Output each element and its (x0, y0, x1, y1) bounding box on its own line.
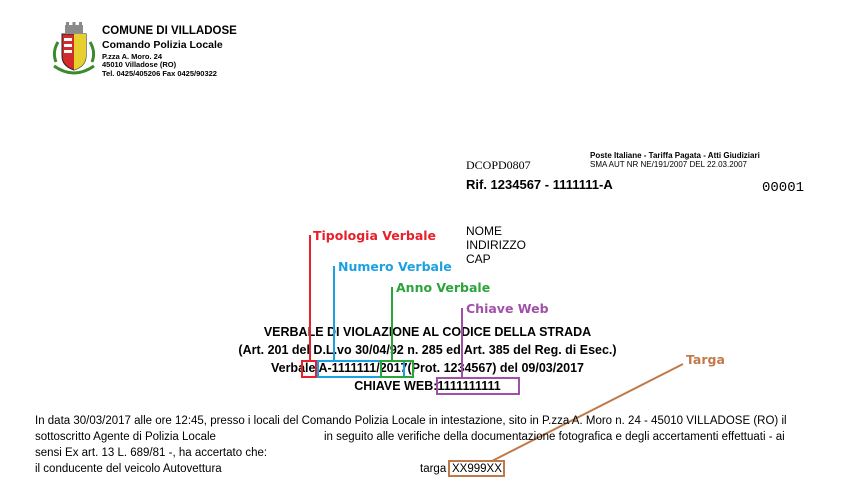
postage-line-1: Poste Italiane - Tariffa Pagata - Atti G… (590, 151, 760, 160)
recipient-address: INDIRIZZO (466, 238, 526, 252)
chiave-web-value: 1111111111 (437, 379, 501, 393)
chiave-web-label: CHIAVE WEB: (354, 379, 438, 393)
body-line-4: il conducente del veicolo Autovettura (35, 463, 222, 475)
header-address-1: P.zza A. Moro. 24 (102, 52, 163, 61)
annotation-tipologia: Tipologia Verbale (313, 228, 437, 243)
document-code: DCOPD0807 (466, 158, 531, 172)
municipality-name: COMUNE DI VILLADOSE (102, 25, 237, 37)
body-line-2a: sottoscritto Agente di Polizia Locale (35, 431, 216, 443)
tipologia-connector (309, 235, 311, 361)
violation-title: VERBALE DI VIOLAZIONE AL CODICE DELLA ST… (263, 325, 592, 339)
numero-connector (333, 266, 335, 361)
body-line-3: sensi Ex art. 13 L. 689/81 -, ha accerta… (35, 447, 268, 459)
verbale-tipo: A (318, 361, 328, 375)
postage-line-2: SMA AUT NR NE/191/2007 DEL 22.03.2007 (590, 160, 747, 169)
anno-connector (391, 287, 393, 361)
verbale-numero: 1111111 (331, 361, 377, 375)
header-phone: Tel. 0425/405206 Fax 0425/90322 (102, 69, 217, 78)
targa-highlight-box (448, 460, 505, 477)
chiave-web-line: CHIAVE WEB:1111111111 (0, 379, 855, 393)
annotation-anno: Anno Verbale (396, 280, 491, 295)
verbale-anno: 2017 (379, 361, 408, 375)
department-name: Comando Polizia Locale (102, 39, 223, 51)
annotation-targa: Targa (686, 352, 725, 367)
header-address-2: 45010 Villadose (RO) (102, 60, 177, 69)
tipologia-highlight-box (301, 360, 317, 378)
verbale-line: Verbale A-1111111/2017(Prot. 1234567) de… (270, 361, 585, 375)
chiave-highlight-box (436, 377, 520, 395)
annotation-numero: Numero Verbale (338, 259, 452, 274)
verbale-suffix: (Prot. 1234567) del 09/03/2017 (407, 361, 585, 375)
violation-law-reference: (Art. 201 del D.L.vo 30/04/92 n. 285 ed … (238, 343, 617, 357)
recipient-name: NOME (466, 224, 502, 238)
verbale-prefix: Verbale (270, 361, 316, 375)
targa-value: XX999XX (452, 463, 502, 475)
body-line-2b: in seguito alle verifiche della document… (324, 431, 785, 443)
body-line-1: In data 30/03/2017 alle ore 12:45, press… (35, 415, 787, 427)
anno-highlight-box (380, 360, 414, 378)
targa-label: targa (420, 463, 447, 475)
chiave-connector (461, 308, 463, 378)
annotation-chiave: Chiave Web (466, 301, 549, 316)
municipal-crest-icon (52, 22, 96, 75)
document-number: 00001 (762, 180, 805, 196)
recipient-cap: CAP (466, 252, 491, 266)
reference-number: Rif. 1234567 - 1111111-A (466, 177, 613, 192)
numero-highlight-box (317, 360, 405, 378)
